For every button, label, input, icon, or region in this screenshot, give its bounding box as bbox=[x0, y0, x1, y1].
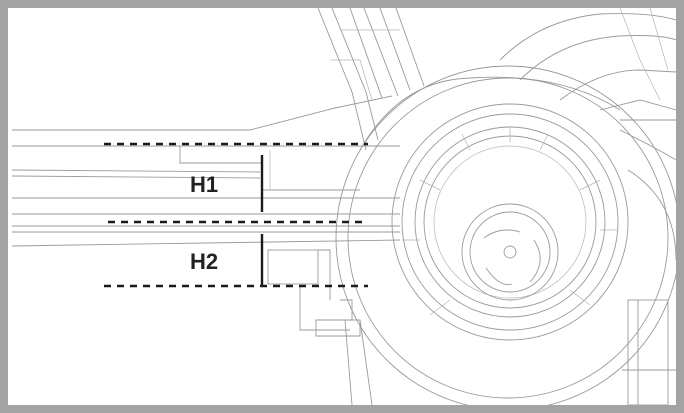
mechanical-line-drawing: H1 H2 bbox=[11, 8, 676, 405]
right-posts bbox=[622, 169, 676, 405]
h1-label: H1 bbox=[190, 172, 218, 197]
turbine-assembly bbox=[335, 65, 676, 405]
upper-struts bbox=[317, 8, 425, 151]
lower-mount bbox=[267, 249, 373, 405]
dimension-markup bbox=[104, 142, 368, 288]
rotor-blade bbox=[11, 95, 401, 247]
upper-right-structure bbox=[499, 8, 676, 161]
h2-label: H2 bbox=[190, 249, 218, 274]
